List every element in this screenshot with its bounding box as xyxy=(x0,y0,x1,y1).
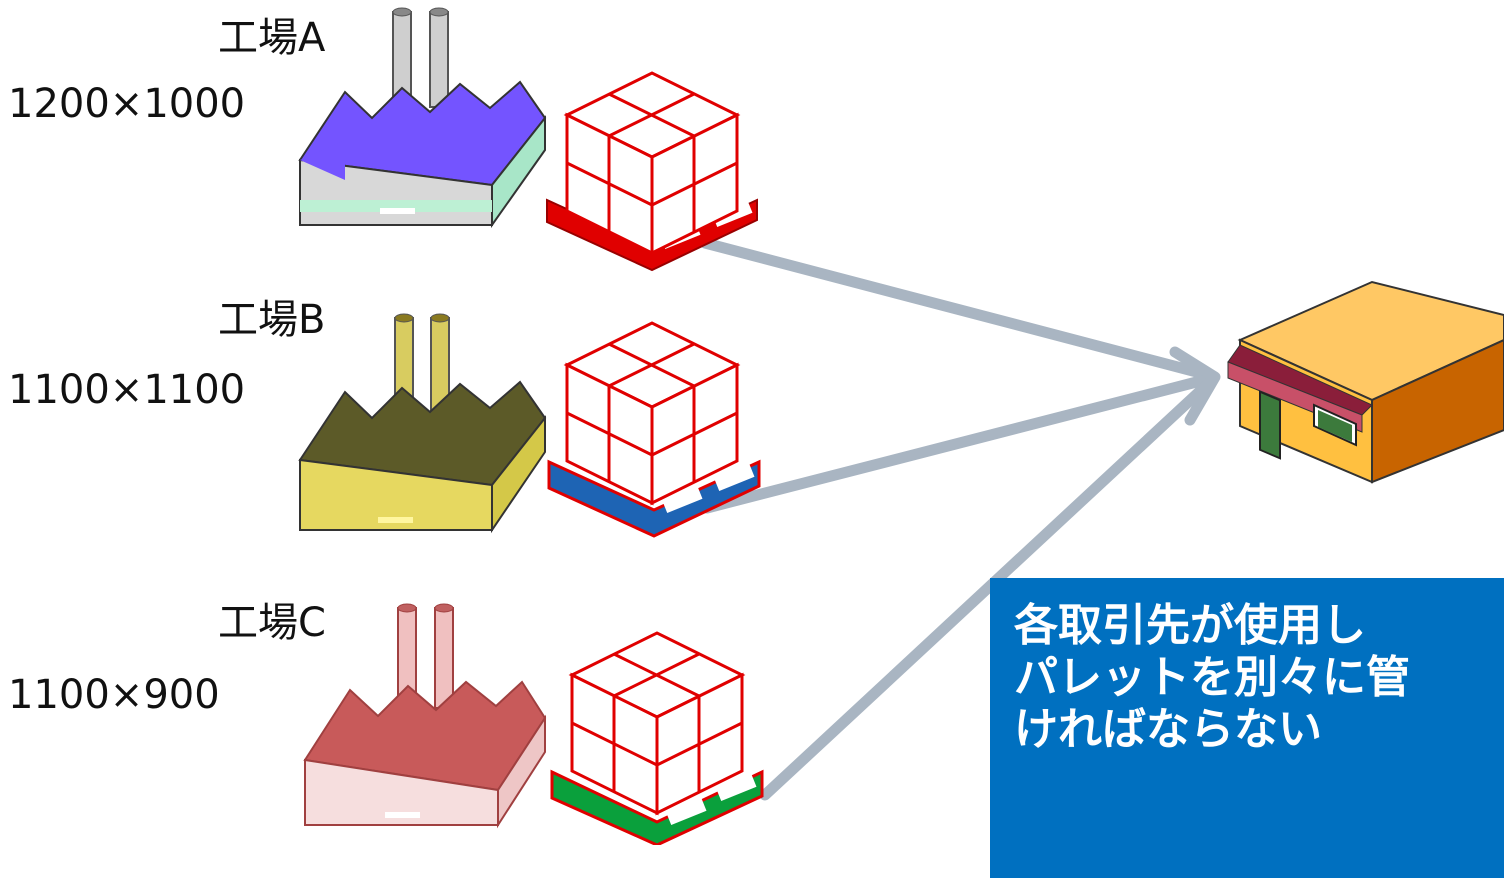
note-box: 各取引先が使用し パレットを別々に管 ければならない xyxy=(990,578,1504,878)
note-line-2: パレットを別々に管 xyxy=(1014,652,1410,703)
factory-c-name: 工場C xyxy=(218,600,326,646)
note-line-3: ければならない xyxy=(1014,704,1322,755)
factory-b-icon xyxy=(298,313,547,534)
note-line-1: 各取引先が使用し xyxy=(1014,600,1366,651)
arrowhead-icon xyxy=(1169,346,1221,426)
pallet-b-icon xyxy=(547,321,761,538)
arrow-c xyxy=(759,374,1218,801)
factory-a-icon xyxy=(298,7,547,229)
factory-b-name: 工場B xyxy=(218,297,326,343)
factory-c-icon xyxy=(303,603,547,829)
pallet-a-icon xyxy=(546,71,758,272)
factory-a-name: 工場A xyxy=(218,15,326,61)
factory-b-size: 1100×1100 xyxy=(8,367,246,413)
arrows xyxy=(699,237,1221,801)
factory-a-size: 1200×1000 xyxy=(8,81,246,127)
arrow-a xyxy=(699,237,1218,382)
pallet-c-icon xyxy=(550,631,764,845)
diagram-canvas xyxy=(298,7,1504,845)
arrow-b xyxy=(701,372,1218,514)
shop-icon xyxy=(1227,280,1504,484)
factory-c-size: 1100×900 xyxy=(8,672,220,718)
